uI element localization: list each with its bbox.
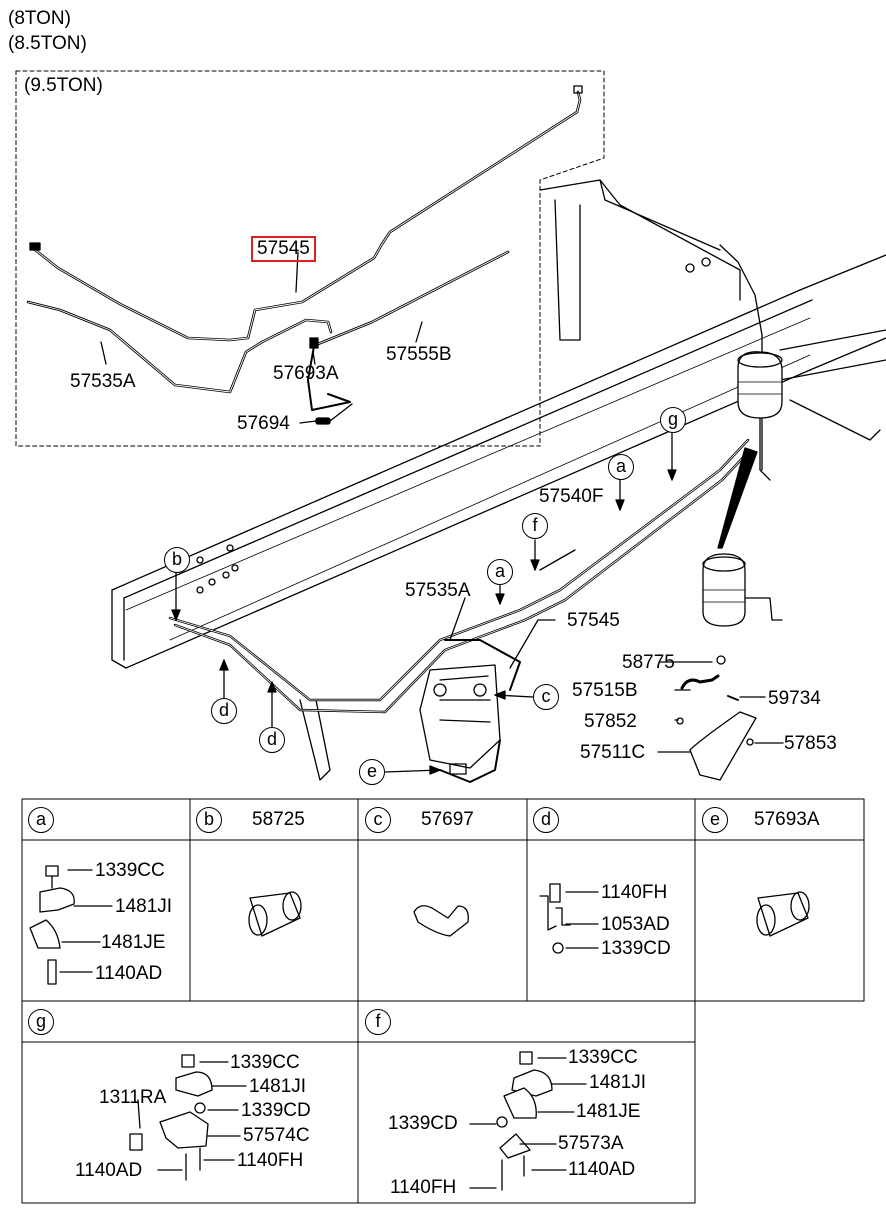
callout-d-right[interactable]: d [259, 727, 285, 753]
tonnage-label-9-5ton: (9.5TON) [24, 75, 103, 96]
part-label-57693a[interactable]: 57693A [273, 363, 339, 384]
frame-rail-top [111, 289, 801, 591]
part-label-57540f[interactable]: 57540F [539, 486, 604, 507]
table-letter-g: g [28, 1009, 54, 1035]
cell-d-part-1339cd[interactable]: 1339CD [601, 938, 671, 959]
part-label-57515b[interactable]: 57515B [572, 680, 638, 701]
pointer-wedge [717, 447, 758, 549]
valve-block [419, 664, 501, 769]
cell-g-part-1140fh[interactable]: 1140FH [237, 1150, 304, 1171]
part-label-57511c[interactable]: 57511C [580, 742, 646, 763]
cell-g-part-1339cc[interactable]: 1339CC [230, 1052, 300, 1073]
cell-d-part-1053ad[interactable]: 1053AD [601, 914, 670, 935]
table-letter-a: a [28, 807, 54, 833]
part-label-57852[interactable]: 57852 [584, 711, 637, 732]
callout-d-left[interactable]: d [211, 698, 237, 724]
cell-f-part-1481ji[interactable]: 1481JI [589, 1072, 647, 1093]
elbow-57697-illustration [413, 905, 469, 937]
part-label-57694[interactable]: 57694 [237, 413, 290, 434]
clamp-f-illustration [469, 1051, 587, 1191]
cell-f-part-1140ad[interactable]: 1140AD [568, 1159, 636, 1180]
callout-g[interactable]: g [660, 407, 686, 433]
part-label-57545-main[interactable]: 57545 [567, 610, 620, 631]
callout-a-upper[interactable]: a [608, 454, 634, 480]
inset-dashed-border [15, 70, 605, 447]
table-letter-f: f [365, 1009, 391, 1035]
fitting-57693a-illustration [756, 891, 810, 937]
cell-g-part-1481ji[interactable]: 1481JI [249, 1076, 307, 1097]
table-part-57697[interactable]: 57697 [421, 809, 474, 830]
cell-a-part-1339cc[interactable]: 1339CC [95, 860, 165, 881]
part-label-57545-highlighted[interactable]: 57545 [251, 236, 316, 262]
callout-c[interactable]: c [533, 684, 559, 710]
callout-b[interactable]: b [164, 547, 190, 573]
part-label-57853[interactable]: 57853 [784, 733, 837, 754]
cell-g-part-1339cd[interactable]: 1339CD [241, 1100, 311, 1121]
table-letter-c: c [365, 807, 391, 833]
part-label-58775[interactable]: 58775 [622, 652, 675, 673]
part-label-57535a[interactable]: 57535A [70, 371, 136, 392]
cell-f-part-1481je[interactable]: 1481JE [576, 1101, 641, 1122]
tonnage-label-8ton: (8TON) [8, 8, 71, 29]
cell-g-part-1311ra[interactable]: 1311RA [99, 1087, 167, 1108]
cell-a-part-1140ad[interactable]: 1140AD [95, 963, 163, 984]
callout-e[interactable]: e [359, 759, 385, 785]
cell-g-part-57574c[interactable]: 57574C [243, 1125, 310, 1146]
cell-a-part-1481je[interactable]: 1481JE [101, 932, 166, 953]
callout-f[interactable]: f [522, 513, 548, 539]
cell-a-part-1481ji[interactable]: 1481JI [115, 896, 173, 917]
pipe-57545 [32, 90, 582, 342]
part-label-57535a-main[interactable]: 57535A [405, 580, 471, 601]
cell-f-part-1339cc[interactable]: 1339CC [568, 1047, 638, 1068]
pipe-57555b [316, 250, 510, 346]
cell-f-part-57573a[interactable]: 57573A [558, 1133, 624, 1154]
cell-f-part-1339cd[interactable]: 1339CD [388, 1113, 458, 1134]
table-part-58725[interactable]: 58725 [252, 809, 305, 830]
part-label-59734[interactable]: 59734 [768, 688, 821, 709]
table-letter-b: b [196, 807, 222, 833]
cell-d-part-1140fh[interactable]: 1140FH [601, 882, 668, 903]
table-letter-e: e [702, 807, 728, 833]
cell-g-part-1140ad[interactable]: 1140AD [75, 1160, 143, 1181]
table-letter-d: d [533, 807, 559, 833]
tonnage-label-8-5ton: (8.5TON) [8, 33, 87, 54]
bracket-d-illustration [539, 883, 599, 954]
clamp-a-illustration [29, 865, 113, 985]
fitting-58725-illustration [248, 891, 302, 937]
clamp-g-illustration [129, 1054, 247, 1181]
air-tank-top [737, 351, 783, 419]
cell-f-part-1140fh[interactable]: 1140FH [390, 1177, 457, 1198]
callout-a-lower[interactable]: a [487, 559, 513, 585]
table-part-57693a[interactable]: 57693A [754, 809, 820, 830]
part-label-57555b[interactable]: 57555B [386, 344, 452, 365]
parts-table-grid [21, 798, 865, 1204]
